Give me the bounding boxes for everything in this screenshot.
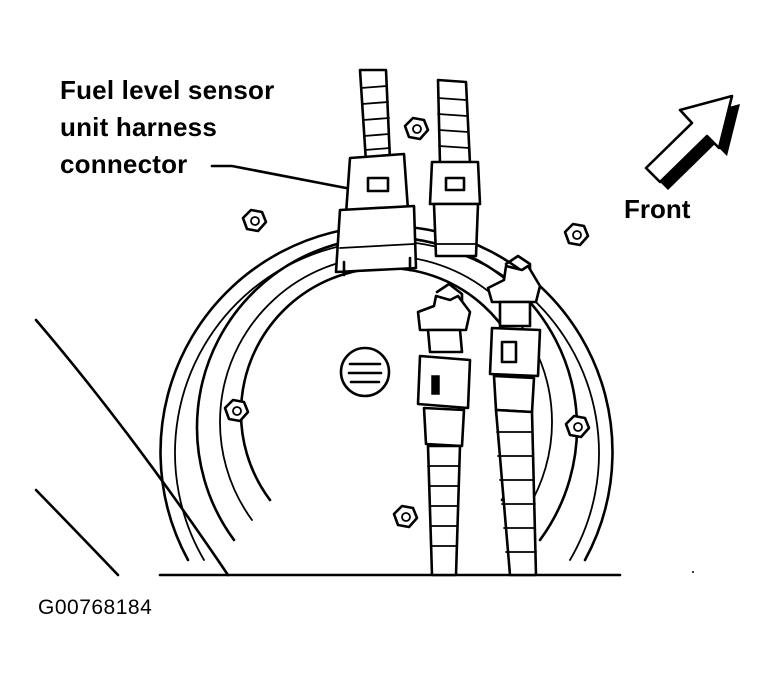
scan-speck [692, 571, 694, 573]
sender-unit-plate [158, 224, 622, 577]
fuel-tank-outline [34, 318, 230, 577]
fuel-hose-quick-connector [416, 282, 472, 577]
pump-harness-connector [428, 78, 482, 258]
center-screw-icon [339, 346, 391, 398]
figure-code: G00768184 [38, 596, 153, 619]
fuel-level-sensor-harness-connector [334, 68, 418, 277]
front-label: Front [624, 194, 691, 224]
callout-leader-line [210, 164, 348, 190]
bolt-icon [563, 222, 590, 247]
mounting-bolts [223, 116, 591, 529]
bolt-icon [223, 398, 250, 423]
callout-line-3: connector [60, 149, 188, 179]
callout-label: Fuel level sensor unit harness connector [60, 72, 274, 183]
callout-line-2: unit harness [60, 112, 217, 142]
callout-line-1: Fuel level sensor [60, 75, 275, 105]
bolt-icon [564, 414, 591, 439]
bolt-icon [403, 116, 430, 141]
front-direction-arrow-icon [644, 94, 740, 190]
bolt-icon [241, 208, 268, 233]
bolt-icon [392, 504, 419, 529]
return-hose-quick-connector [486, 254, 542, 577]
